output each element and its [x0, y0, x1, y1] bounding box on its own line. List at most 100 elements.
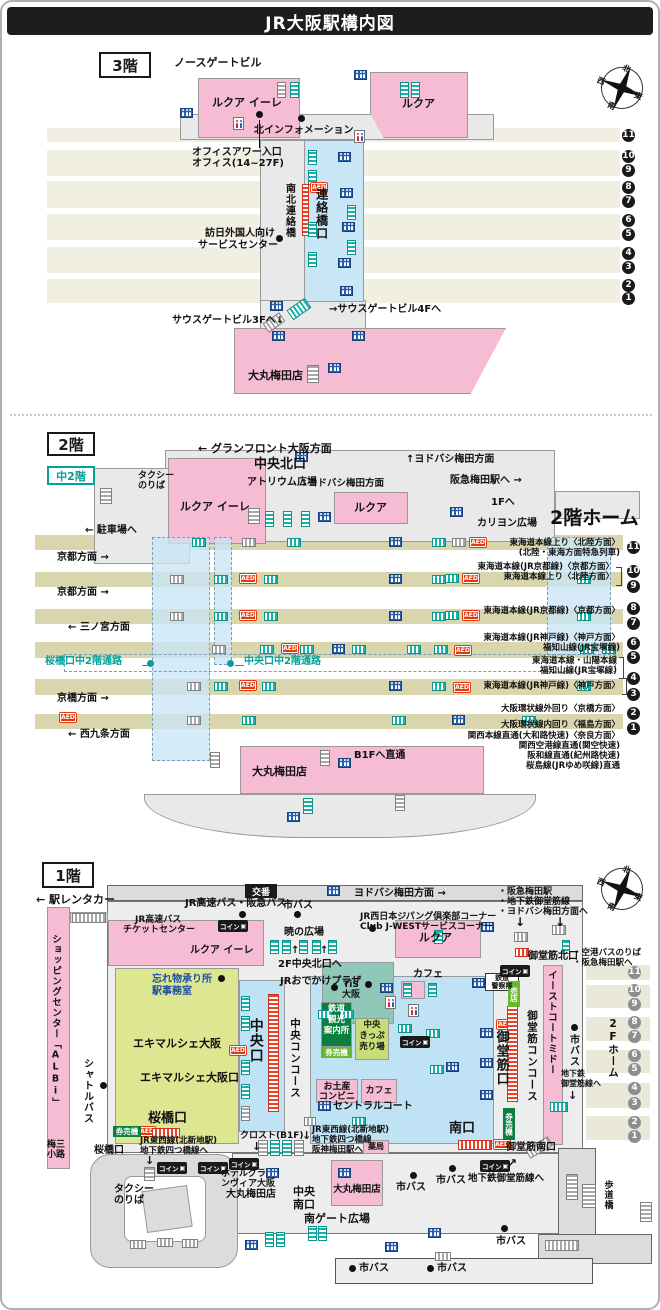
- toilet-icon: [318, 512, 331, 522]
- escalator-icon: [434, 645, 448, 654]
- escalator-icon: [192, 538, 206, 547]
- north-gate-building-label: ノースゲートビル: [174, 56, 262, 69]
- yakkyoku-box: [363, 1140, 389, 1154]
- stairs-icon: [435, 1252, 451, 1261]
- track-number-7: 7: [628, 1029, 641, 1043]
- track-number-2: 2: [622, 278, 635, 292]
- sannomiya-direction-label: ← 三ノ宮方面: [68, 622, 130, 633]
- coin-locker-badge: コイン: [218, 920, 249, 932]
- stairs-icon: [582, 1184, 596, 1208]
- track1-line-2: 関西本線直通(大和路快速)〈奈良方面〉: [467, 731, 620, 741]
- toilet-icon: [245, 1240, 258, 1250]
- track6-line-1: 東海道本線(JR神戸線)〈神戸方面〉: [483, 633, 620, 643]
- aed-icon: AED: [282, 644, 298, 653]
- ekimarche-guchi-label: エキマルシェ大阪口: [140, 1071, 239, 1084]
- midosuji-guchi-label: 御堂筋口: [493, 1030, 509, 1086]
- escalator-icon: [308, 1226, 317, 1241]
- tozai-hanshin-label-3: 阪神梅田駅へ: [312, 1145, 364, 1155]
- ne-exit-label-3: ・ヨドバシ梅田方面へ: [498, 907, 589, 917]
- stairs-icon: [304, 1117, 316, 1126]
- escalator-icon: [445, 574, 459, 583]
- track-number-11: 11: [622, 128, 635, 142]
- track1-line-3: 関西空港線直通(関空快速): [518, 741, 620, 751]
- escalator-icon: [352, 645, 366, 654]
- poi-dot: [217, 974, 225, 982]
- shuttle-bus-label: シャトルバス: [81, 1058, 93, 1124]
- toilet-icon: [389, 574, 402, 584]
- toilet-icon: [480, 1090, 493, 1100]
- toilet-icon: [450, 507, 463, 517]
- kenbaiki-minamiguchi-badge: 券売機: [503, 1108, 515, 1140]
- kyobashi-direction-label: 京橋方面 →: [57, 693, 109, 704]
- poi-dot: [448, 1164, 456, 1172]
- lost-found-label-2: 駅事務室: [152, 986, 192, 997]
- zipangu-label-1: JR西日本ジパング倶楽部コーナー: [360, 912, 497, 922]
- restroom-icon: [385, 996, 396, 1009]
- connector-line: [235, 665, 244, 666]
- down-arrow-3: ↓: [145, 1154, 155, 1167]
- kita-information-label: 北インフォメーション: [254, 125, 354, 136]
- renrakukyo-guchi-label: 連絡橋口: [314, 188, 329, 240]
- escalator-icon: [432, 538, 446, 547]
- track-number-3: 3: [622, 260, 635, 274]
- hotel-granvia-label-1: ホテルグラ: [221, 1169, 267, 1179]
- toilet-icon: [287, 812, 300, 822]
- poi-dot: [348, 1264, 356, 1272]
- stairs-icon: [170, 575, 184, 584]
- city-bus-label-2: 市バス: [396, 1182, 426, 1193]
- toilet-icon: [480, 1058, 493, 1068]
- track-number-10: 10: [622, 149, 635, 163]
- escalator-icon: [392, 716, 406, 725]
- f3-renrakukyo-corridor: [304, 140, 364, 302]
- south-gate-plaza-label: 南ゲート広場: [304, 1212, 370, 1225]
- lucua-2f: [334, 492, 408, 524]
- chuo-m2-passage-label: 中央口中2階通路: [244, 656, 321, 667]
- midosuji-concourse-label: 御堂筋コンコース: [526, 1010, 539, 1102]
- m2-cross-passage: [64, 654, 616, 672]
- airport-bus-label-1: ・空港バスのりば: [573, 948, 642, 958]
- ne-exit-label-1: ・阪急梅田駅: [498, 887, 553, 897]
- track-number-5: 5: [628, 1062, 641, 1076]
- tozai-label-2: 地下鉄四つ橋線へ: [140, 1146, 209, 1156]
- escalator-icon: [432, 575, 446, 584]
- escalator-icon: [426, 1029, 440, 1038]
- track1-line-4: 阪和線直通(紀州路快速): [527, 751, 620, 761]
- hotel-granvia-label-2: ンヴィア大阪: [221, 1179, 276, 1189]
- escalator-icon: [260, 645, 274, 654]
- stairs-icon: [157, 1238, 173, 1247]
- escalator-icon: [265, 511, 274, 527]
- poi-dot: [226, 659, 234, 667]
- escalator-icon: [241, 1016, 250, 1031]
- bus-ticket-center-label-1: JR高速バス: [135, 915, 182, 925]
- yakkyoku-label: 薬局: [368, 1142, 384, 1151]
- subway-midosuji-east-label-1: 地下鉄: [561, 1069, 585, 1078]
- track1-line-5: 桜島線(JRゆめ咲線)直通: [526, 761, 620, 771]
- escalator-icon: [262, 682, 276, 691]
- sakurabashi-m2-passage-label: 桜橋口中2階通路: [45, 656, 122, 667]
- ticket-gate-icon: [515, 948, 529, 957]
- track6-line-2: 福知山線(JR宝塚線): [543, 643, 620, 653]
- city-bus-label-5: 市バス: [567, 1034, 579, 1067]
- stairs-icon: [395, 795, 405, 811]
- carillon-plaza-label: カリヨン広場: [477, 518, 537, 529]
- toilet-icon: [480, 1028, 493, 1038]
- albi-label: ショッピングセンター「ALBi」: [49, 934, 61, 1108]
- escalator-icon: [328, 940, 337, 954]
- escalator-icon: [403, 983, 412, 997]
- track-number-5: 5: [622, 227, 635, 241]
- railway-info-label-3: 案内所: [323, 1026, 350, 1036]
- escalator-icon: [264, 612, 278, 621]
- escalator-icon: [214, 682, 228, 691]
- toilet-icon: [452, 715, 465, 725]
- coin-locker-badge: コイン: [229, 1158, 260, 1170]
- escalator-icon: [400, 82, 409, 98]
- escalator-icon: [303, 798, 313, 814]
- stairs-icon: [640, 1202, 652, 1222]
- aed-icon: AED: [494, 1140, 510, 1149]
- track1-line-1: 大阪環状線内回り〈福島方面〉: [500, 720, 620, 730]
- compass-icon: 北東南西: [591, 858, 653, 920]
- poi-dot: [293, 910, 301, 918]
- sakurabashi-out-label: 桜橋口: [94, 1145, 124, 1156]
- platform-label-bracket: [619, 657, 624, 679]
